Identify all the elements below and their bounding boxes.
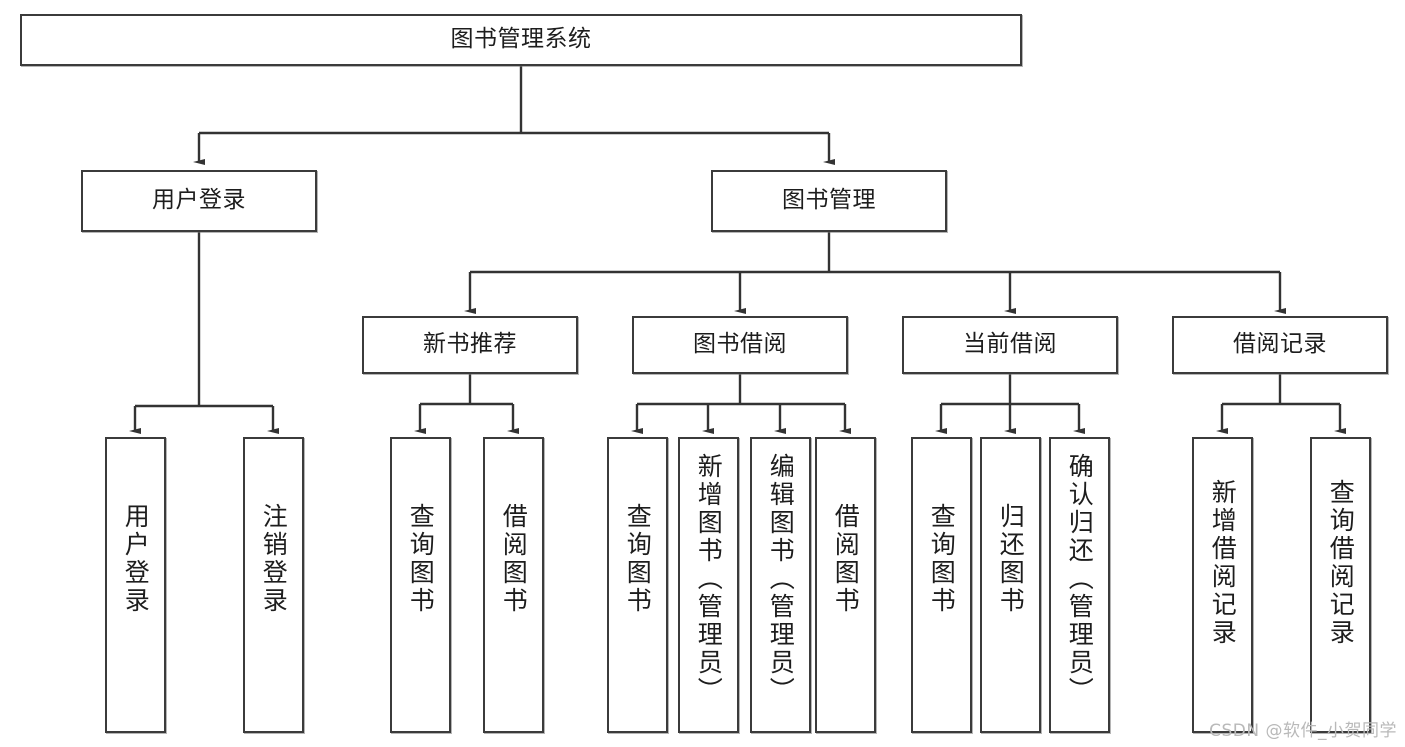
node-leaf-query-book-2-label: 查询图书 [623,503,653,615]
node-leaf-user-logout[interactable]: 注销登录 [243,437,304,733]
node-leaf-borrow-book-2-label: 借阅图书 [831,503,861,615]
node-leaf-borrow-book-1-label: 借阅图书 [499,503,529,615]
csdn-watermark: CSDN @软件_小贺同学 [1209,721,1397,741]
node-leaf-query-book-3-label: 查询图书 [927,503,957,615]
node-new-book-rec-label: 新书推荐 [423,331,517,358]
node-leaf-add-book[interactable]: 新增图书（管理员） [678,437,739,733]
node-current-borrow-label: 当前借阅 [963,331,1057,358]
node-leaf-return-book[interactable]: 归还图书 [980,437,1041,733]
node-leaf-add-record-label: 新增借阅记录 [1208,479,1238,647]
node-root[interactable]: 图书管理系统 [20,14,1022,66]
node-leaf-add-book-label: 新增图书（管理员） [694,453,724,705]
node-borrow-record[interactable]: 借阅记录 [1172,316,1388,374]
node-leaf-confirm-return[interactable]: 确认归还（管理员） [1049,437,1110,733]
node-book-manage[interactable]: 图书管理 [711,170,947,232]
node-borrow-record-label: 借阅记录 [1233,331,1327,358]
node-leaf-borrow-book-1[interactable]: 借阅图书 [483,437,544,733]
node-root-label: 图书管理系统 [450,26,592,53]
node-book-borrow[interactable]: 图书借阅 [632,316,848,374]
node-leaf-confirm-return-label: 确认归还（管理员） [1065,453,1095,705]
node-leaf-user-login-label: 用户登录 [121,503,151,615]
node-leaf-return-book-label: 归还图书 [996,503,1026,615]
node-leaf-add-record[interactable]: 新增借阅记录 [1192,437,1253,733]
node-leaf-edit-book[interactable]: 编辑图书（管理员） [750,437,811,733]
node-current-borrow[interactable]: 当前借阅 [902,316,1118,374]
node-leaf-borrow-book-2[interactable]: 借阅图书 [815,437,876,733]
node-leaf-query-book-3[interactable]: 查询图书 [911,437,972,733]
node-leaf-query-record[interactable]: 查询借阅记录 [1310,437,1371,733]
node-leaf-user-logout-label: 注销登录 [259,503,289,615]
node-new-book-rec[interactable]: 新书推荐 [362,316,578,374]
node-user-login[interactable]: 用户登录 [81,170,317,232]
node-leaf-query-book-2[interactable]: 查询图书 [607,437,668,733]
node-leaf-query-book-1-label: 查询图书 [406,503,436,615]
node-leaf-query-book-1[interactable]: 查询图书 [390,437,451,733]
node-book-manage-label: 图书管理 [782,187,876,214]
node-leaf-query-record-label: 查询借阅记录 [1326,479,1356,647]
node-book-borrow-label: 图书借阅 [693,331,787,358]
node-user-login-label: 用户登录 [152,187,246,214]
node-leaf-edit-book-label: 编辑图书（管理员） [766,453,796,705]
node-leaf-user-login[interactable]: 用户登录 [105,437,166,733]
